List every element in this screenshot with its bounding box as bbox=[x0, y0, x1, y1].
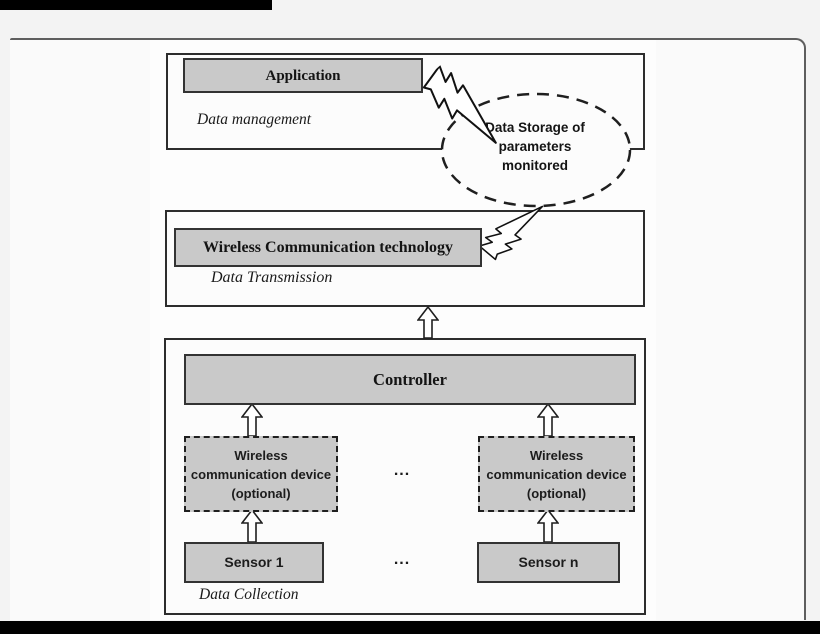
data-storage-line1: Data Storage of bbox=[485, 120, 585, 135]
top-crop-bar bbox=[0, 0, 272, 10]
wireless-device-left-box: Wireless communication device (optional) bbox=[184, 436, 338, 512]
controller-box: Controller bbox=[184, 354, 636, 405]
sensors-ellipsis: ... bbox=[393, 551, 411, 568]
sensor-n-box: Sensor n bbox=[477, 542, 620, 583]
data-storage-line3: monitored bbox=[502, 158, 568, 173]
sensor-1-box: Sensor 1 bbox=[184, 542, 324, 583]
devices-ellipsis: ... bbox=[393, 462, 411, 479]
up-arrow-icon bbox=[241, 509, 263, 543]
application-box: Application bbox=[183, 58, 423, 93]
lightning-bolt-icon bbox=[478, 205, 544, 261]
wireless-device-right-box: Wireless communication device (optional) bbox=[478, 436, 635, 512]
data-management-label: Data management bbox=[197, 111, 312, 128]
data-storage-ellipse bbox=[440, 92, 632, 208]
lightning-bolt-icon bbox=[422, 64, 497, 144]
up-arrow-icon bbox=[537, 509, 559, 543]
data-collection-label: Data Collection bbox=[199, 586, 299, 603]
bottom-crop-bar bbox=[0, 621, 820, 634]
up-arrow-icon bbox=[537, 403, 559, 437]
data-storage-line2: parameters bbox=[498, 139, 572, 154]
wireless-communication-technology-box: Wireless Communication technology bbox=[174, 228, 482, 267]
data-transmission-label: Data Transmission bbox=[211, 269, 333, 286]
data-storage-text: Data Storage of parameters monitored bbox=[479, 118, 591, 175]
up-arrow-icon bbox=[417, 306, 439, 339]
up-arrow-icon bbox=[241, 403, 263, 437]
